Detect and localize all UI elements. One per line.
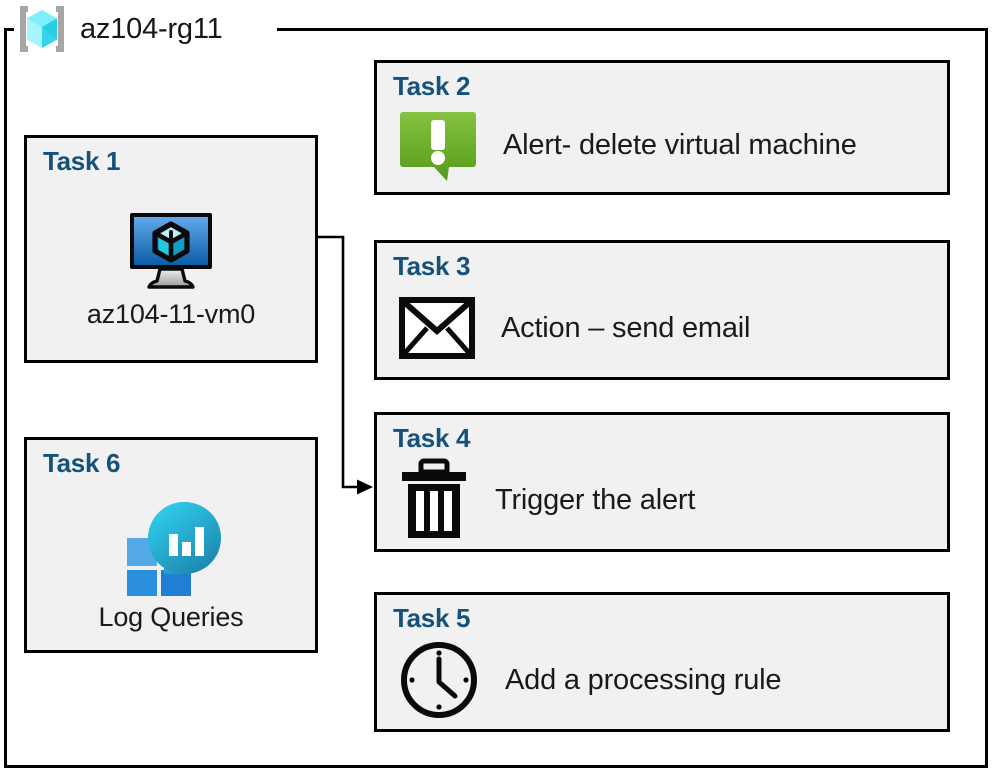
card-task-2-body: Alert- delete virtual machine [399, 103, 937, 188]
resource-group-name: az104-rg11 [80, 12, 223, 45]
azure-resource-group-icon [14, 3, 70, 55]
card-task-4-body: Trigger the alert [399, 455, 937, 545]
card-task-4-title: Task 4 [393, 423, 471, 453]
resource-group-border-top-left [4, 28, 22, 31]
card-task-5-body: Add a processing rule [399, 635, 937, 725]
card-task-6[interactable]: Task 6 [24, 437, 318, 653]
card-task-4-caption: Trigger the alert [495, 483, 696, 516]
resource-group-label: az104-rg11 [14, 2, 231, 56]
card-task-2-caption: Alert- delete virtual machine [503, 129, 857, 161]
log-analytics-icon [117, 500, 225, 596]
card-task-4[interactable]: Task 4 Trigger the alert [374, 412, 950, 552]
card-task-2-title: Task 2 [393, 71, 471, 101]
card-task-1-body: az104-11-vm0 [27, 186, 315, 354]
card-task-3-title: Task 3 [393, 251, 471, 281]
card-task-5-caption: Add a processing rule [505, 663, 782, 696]
alert-exclamation-icon [399, 108, 477, 184]
clock-icon [399, 640, 479, 720]
virtual-machine-icon [127, 211, 215, 293]
card-task-1[interactable]: Task 1 [24, 135, 318, 363]
resource-group-border-top-right [277, 28, 988, 31]
card-task-2[interactable]: Task 2 Alert- delete virtual machine [374, 60, 950, 195]
card-task-3-body: Action – send email [399, 283, 937, 373]
card-task-6-title: Task 6 [43, 448, 121, 478]
card-task-6-caption: Log Queries [98, 601, 244, 632]
resource-group-frame [4, 28, 988, 768]
card-task-6-body: Log Queries [27, 488, 315, 644]
card-task-3-caption: Action – send email [501, 311, 751, 344]
card-task-1-caption: az104-11-vm0 [86, 298, 256, 329]
trash-can-icon [399, 458, 469, 542]
envelope-icon [399, 297, 475, 359]
card-task-3[interactable]: Task 3 Action – send email [374, 240, 950, 380]
card-task-5-title: Task 5 [393, 603, 471, 633]
card-task-1-title: Task 1 [43, 146, 121, 176]
card-task-5[interactable]: Task 5 Add a processing rule [374, 592, 950, 732]
